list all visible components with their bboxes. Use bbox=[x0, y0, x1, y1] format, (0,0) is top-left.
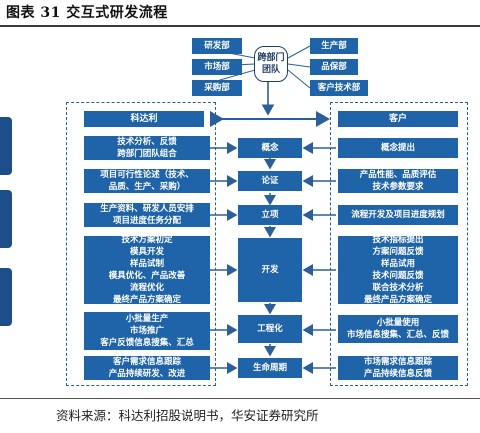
customer-container bbox=[330, 102, 468, 386]
kedali-step-lifecycle: 客户需求信息跟踪 产品持续研发、改进 bbox=[84, 356, 210, 380]
edge-tab bbox=[0, 190, 12, 248]
customer-step-development: 技术指标提出 方案问题反馈 样品试用 技术问题反馈 联合技术分析 最终产品方案确… bbox=[338, 235, 458, 305]
stage-initiation: 立项 bbox=[238, 205, 302, 225]
customer-step-initiation: 流程开发及项目进度规划 bbox=[338, 205, 458, 225]
kedali-step-concept: 技术分析、反馈 跨部门团队组合 bbox=[84, 136, 210, 160]
customer-step-concept: 概念提出 bbox=[338, 138, 458, 158]
stage-concept: 概念 bbox=[238, 138, 302, 158]
customer-step-engineering: 小批量使用 市场信息搜集、汇总、反馈 bbox=[338, 315, 458, 343]
kedali-step-initiation: 生产资料、研发人员安排 项目进度任务分配 bbox=[84, 203, 210, 227]
dept-production: 生产部 bbox=[310, 38, 358, 54]
kedali-container bbox=[66, 102, 216, 386]
customer-header: 客户 bbox=[338, 111, 458, 127]
title-divider bbox=[0, 25, 480, 27]
edge-tab bbox=[0, 117, 12, 175]
kedali-step-engineering: 小批量生产 市场推广 客户反馈信息搜集、汇总 bbox=[84, 312, 210, 350]
dept-procurement: 采购部 bbox=[192, 80, 242, 96]
kedali-header: 科达利 bbox=[84, 111, 204, 127]
kedali-step-development: 技术方案初定 模具开发 样品试制 模具优化、产品改善 流程优化 最终产品方案确定 bbox=[84, 235, 210, 305]
stage-development: 开发 bbox=[238, 238, 302, 302]
kedali-step-validation: 项目可行性论述（技术、 品质、生产、采购） bbox=[84, 169, 210, 193]
footer-divider bbox=[0, 398, 480, 399]
stage-engineering: 工程化 bbox=[238, 315, 302, 343]
dept-research: 研发部 bbox=[192, 38, 242, 54]
dept-quality: 品保部 bbox=[310, 59, 358, 75]
dept-customer-tech: 客户技术部 bbox=[310, 80, 368, 96]
cross-dept-team: 跨部门 团队 bbox=[254, 46, 288, 82]
stage-lifecycle: 生命周期 bbox=[238, 358, 302, 378]
stage-validation: 论证 bbox=[238, 171, 302, 191]
customer-step-lifecycle: 市场需求信息跟踪 产品持续信息反馈 bbox=[338, 356, 458, 380]
source-note: 资料来源：科达利招股说明书，华安证券研究所 bbox=[56, 408, 319, 423]
dept-marketing: 市场部 bbox=[192, 59, 242, 75]
figure-title: 图表 31 交互式研发流程 bbox=[6, 5, 168, 21]
edge-tab bbox=[0, 268, 12, 326]
customer-step-validation: 产品性能、品质评估 技术参数要求 bbox=[338, 169, 458, 193]
